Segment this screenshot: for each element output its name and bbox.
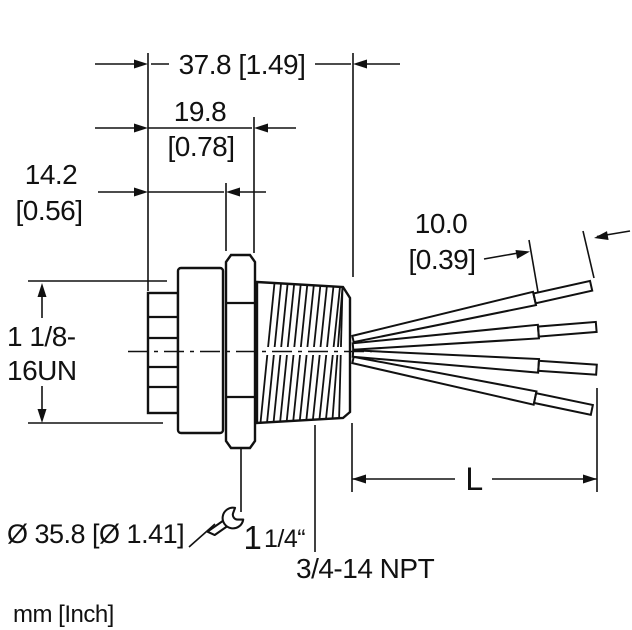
dim-rear-length-line1: 19.8 [174, 96, 227, 127]
dim-coupling-thread-line2: 16UN [7, 355, 77, 386]
callout-wrench-size-number: 1 [244, 519, 262, 556]
callout-flange-diameter: Ø 35.8 [Ø 1.41] [7, 448, 242, 549]
connector-body [146, 253, 352, 450]
npt-thread [255, 280, 352, 425]
dim-cable-length: L [351, 388, 598, 497]
wire-4 [351, 355, 595, 416]
wire-3 [351, 349, 598, 376]
callout-flange-diameter-label: Ø 35.8 [Ø 1.41] [7, 519, 184, 549]
dim-cable-length-label: L [465, 461, 482, 497]
dim-front-length-line2: [0.56] [15, 195, 82, 226]
wires [351, 279, 598, 416]
dim-front-length: 14.2 [0.56] [15, 159, 266, 251]
dim-front-length-line1: 14.2 [25, 159, 78, 190]
dim-wire-strip-line1: 10.0 [415, 208, 468, 239]
wrench-icon [206, 506, 245, 537]
callout-conduit-thread: 3/4-14 NPT [296, 425, 435, 584]
wire-2 [351, 320, 598, 351]
flange-body [176, 266, 225, 435]
dim-wire-strip: 10.0 [0.39] [408, 208, 631, 293]
dim-coupling-thread-line1: 1 1/8- [7, 321, 76, 352]
wire-1 [351, 279, 594, 344]
callout-conduit-thread-label: 3/4-14 NPT [296, 553, 435, 584]
dim-rear-length-line2: [0.78] [167, 131, 234, 162]
centerline-gap [258, 347, 349, 355]
dim-rear-length: 19.8 [0.78] [95, 96, 296, 253]
mating-face [146, 291, 180, 415]
callout-wrench-size-fraction: 1/4“ [264, 525, 305, 553]
callout-wrench-size: 1 1/4“ [206, 506, 306, 556]
dim-overall-length-label: 37.8 [1.49] [179, 49, 306, 80]
dim-overall-length: 37.8 [1.49] [95, 49, 400, 291]
dim-wire-strip-line2: [0.39] [408, 244, 475, 275]
units-note: mm [Inch] [13, 601, 114, 628]
dim-coupling-thread: 1 1/8- 16UN [7, 280, 167, 424]
